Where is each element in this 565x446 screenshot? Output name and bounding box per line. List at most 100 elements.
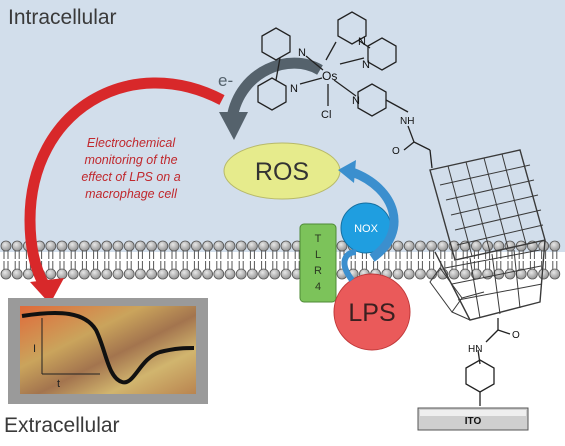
electron-label: e- (218, 71, 233, 90)
lipid-head (11, 268, 23, 280)
lipid-head (56, 240, 68, 252)
lipid-head (112, 240, 124, 252)
lipid-head (224, 268, 236, 280)
lipid-head (392, 240, 404, 252)
lipid-head (280, 268, 292, 280)
chloride-label: Cl (321, 109, 331, 121)
lipid-head (538, 268, 549, 280)
lipid-head (134, 240, 146, 252)
lipid-head (403, 268, 415, 280)
caption-line: monitoring of the (84, 153, 178, 167)
plot-y-label: I (33, 343, 36, 355)
extracellular-label: Extracellular (4, 414, 120, 437)
lipid-head (202, 240, 214, 252)
lipid-head (146, 268, 158, 280)
lipid-head (11, 240, 23, 252)
nitrogen-label: N (352, 95, 360, 107)
lipid-head (336, 240, 348, 252)
lipid-head (45, 240, 57, 252)
lipid-head (79, 268, 90, 280)
lipid-head (179, 268, 191, 280)
ito-label: ITO (465, 416, 482, 427)
lipid-head (112, 268, 124, 280)
lipid-head (527, 268, 538, 280)
nitrogen-label: N (362, 59, 370, 71)
osmium-complex-bonds (257, 11, 511, 406)
lipid-head (0, 268, 12, 280)
lipid-head (426, 240, 438, 252)
lipid-head (504, 268, 516, 280)
lipid-head (123, 240, 135, 252)
lipid-head (482, 240, 494, 252)
lipid-head (549, 268, 561, 280)
nitrogen-label: N (290, 83, 298, 95)
amide-o-label: O (512, 330, 520, 341)
lipid-head (246, 268, 258, 280)
lipid-head (101, 268, 113, 280)
lipid-head (168, 268, 180, 280)
lipid-head (90, 240, 101, 252)
lipid-head (146, 240, 158, 252)
lipid-head (67, 268, 79, 280)
lipid-head (79, 240, 90, 252)
lipid-head (67, 240, 79, 252)
lipid-head (414, 268, 426, 280)
lipid-head (448, 268, 460, 280)
ito-electrode-highlight (420, 410, 526, 416)
lipid-head (269, 268, 281, 280)
diagram-caption: Electrochemical monitoring of the effect… (60, 135, 202, 203)
lipid-head (90, 268, 101, 280)
nox-to-ros-arrowhead (338, 160, 356, 183)
caption-line: effect of LPS on a (81, 170, 181, 184)
lipid-head (56, 268, 68, 280)
amide-nh-label: NH (400, 116, 414, 127)
ros-label: ROS (255, 158, 309, 186)
intracellular-label: Intracellular (8, 6, 117, 29)
lipid-head (123, 268, 135, 280)
lipid-head (224, 240, 236, 252)
lipid-head (157, 240, 169, 252)
plot-x-label: t (57, 378, 60, 390)
lps-label: LPS (348, 299, 395, 327)
lipid-head (459, 268, 471, 280)
tlr4-receptor (299, 223, 337, 303)
plot-trace (21, 310, 195, 385)
lipid-head (470, 240, 482, 252)
lipid-head (258, 240, 270, 252)
lipid-head (246, 240, 258, 252)
lipid-head (280, 240, 292, 252)
tlr4-letter: 4 (315, 281, 321, 293)
lipid-head (392, 268, 404, 280)
lps-circle (333, 273, 411, 351)
lipid-head (190, 268, 202, 280)
lipid-head (269, 240, 281, 252)
lps-to-nox-arrow (341, 249, 357, 282)
lipid-head (179, 240, 191, 252)
electron-transfer-arrow (226, 57, 323, 120)
lipid-head (134, 268, 146, 280)
nitrogen-label: N (358, 36, 366, 48)
electron-transfer-arrowhead (219, 112, 248, 140)
lipid-head (414, 240, 426, 252)
lipid-head (493, 240, 505, 252)
nitrogen-label: N (298, 47, 306, 59)
caption-line: Electrochemical (86, 136, 176, 150)
lipid-head (437, 240, 449, 252)
lipid-head (101, 240, 113, 252)
lipid-head (202, 268, 214, 280)
caption-line: macrophage cell (85, 187, 177, 201)
lipid-head (45, 268, 57, 280)
signal-to-plot-arrow (24, 77, 225, 291)
lipid-head (235, 240, 247, 252)
carbon-nanotube (429, 149, 546, 321)
lipid-head (235, 268, 247, 280)
lipid-head (549, 240, 561, 252)
tlr4-letter: T (315, 233, 322, 245)
signal-to-plot-arrowhead (30, 278, 64, 304)
lipid-head (213, 268, 225, 280)
lipid-head (0, 240, 12, 252)
amide-hn-label: HN (468, 344, 482, 355)
lipid-head (258, 268, 270, 280)
nox-to-ros-arrow (350, 167, 399, 262)
